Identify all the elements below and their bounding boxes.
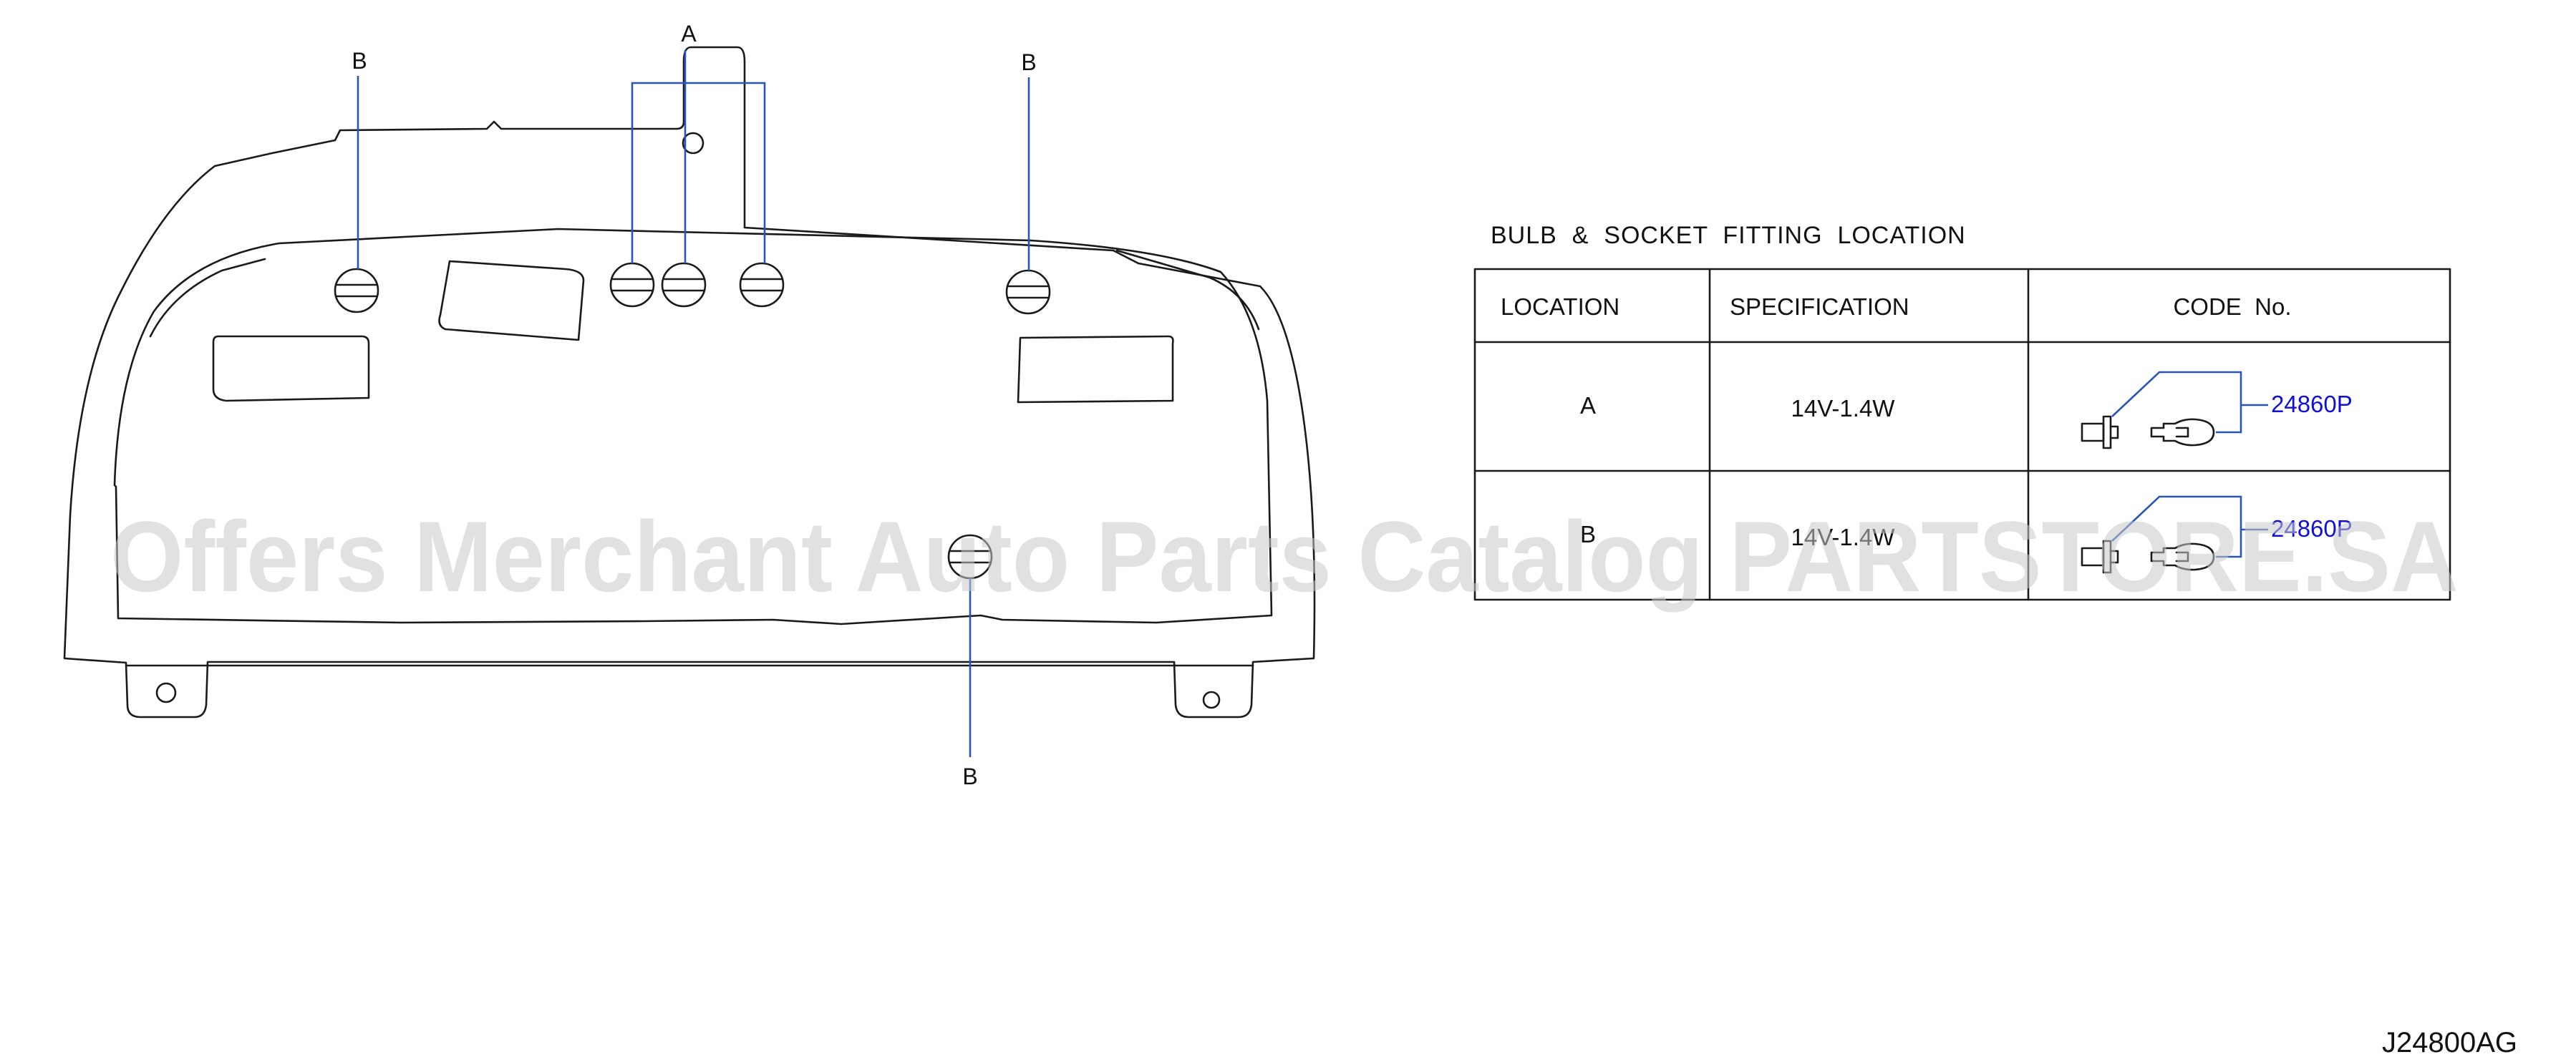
socket-a-2: [661, 262, 707, 308]
watermark: Offers Merchant Auto Parts Catalog PARTS…: [110, 500, 2459, 613]
row-b-specification: 14V-1.4W: [1791, 524, 1896, 550]
mount-hole-left: [155, 682, 177, 703]
row-b-location: B: [1580, 521, 1596, 547]
callout-b-bottom: B: [962, 764, 977, 789]
housing-inner-outline: [113, 228, 1273, 625]
row-a-bulb-icon: [2081, 415, 2215, 449]
panel-left: [212, 335, 370, 402]
fitting-location-table: BULB & SOCKET FITTING LOCATION LOCATION …: [1473, 222, 2451, 601]
table-border: [1473, 268, 2451, 601]
housing-inner-edge-right: [1115, 249, 1260, 331]
row-a-code: 24860P: [2271, 391, 2353, 417]
callout-labels: A B B B: [352, 21, 1036, 789]
callout-b-right: B: [1021, 49, 1036, 75]
row-a-location: A: [1580, 392, 1596, 419]
drawing-id: J24800AG: [2382, 1027, 2517, 1058]
socket-b-left: [334, 268, 379, 313]
bulb-sockets: [334, 262, 1051, 580]
mount-hole-right: [1202, 691, 1221, 709]
cluster-housing: [63, 46, 1316, 718]
socket-a-1: [609, 262, 655, 308]
callout-b-left: B: [352, 48, 367, 74]
row-a-specification: 14V-1.4W: [1791, 395, 1896, 422]
socket-b-right: [1005, 269, 1051, 315]
header-specification: SPECIFICATION: [1730, 293, 1909, 320]
mount-hole-top: [682, 132, 704, 155]
table-title: BULB & SOCKET FITTING LOCATION: [1491, 222, 1966, 249]
header-code-no: CODE No.: [2173, 293, 2291, 320]
housing-inner-edge: [149, 258, 266, 338]
row-b-bulb-icon: [2081, 540, 2215, 574]
row-b-code-leader: [2111, 495, 2268, 558]
leader-lines: [357, 50, 1030, 757]
leader-a: [631, 50, 766, 263]
row-b-code: 24860P: [2271, 515, 2353, 542]
panel-right: [1017, 335, 1174, 404]
housing-outer-outline: [63, 46, 1316, 718]
callout-a: A: [681, 21, 697, 47]
header-location: LOCATION: [1501, 293, 1619, 320]
row-a-code-leader: [2111, 371, 2268, 434]
socket-a-3: [739, 262, 785, 308]
panel-upper-left: [438, 260, 585, 341]
